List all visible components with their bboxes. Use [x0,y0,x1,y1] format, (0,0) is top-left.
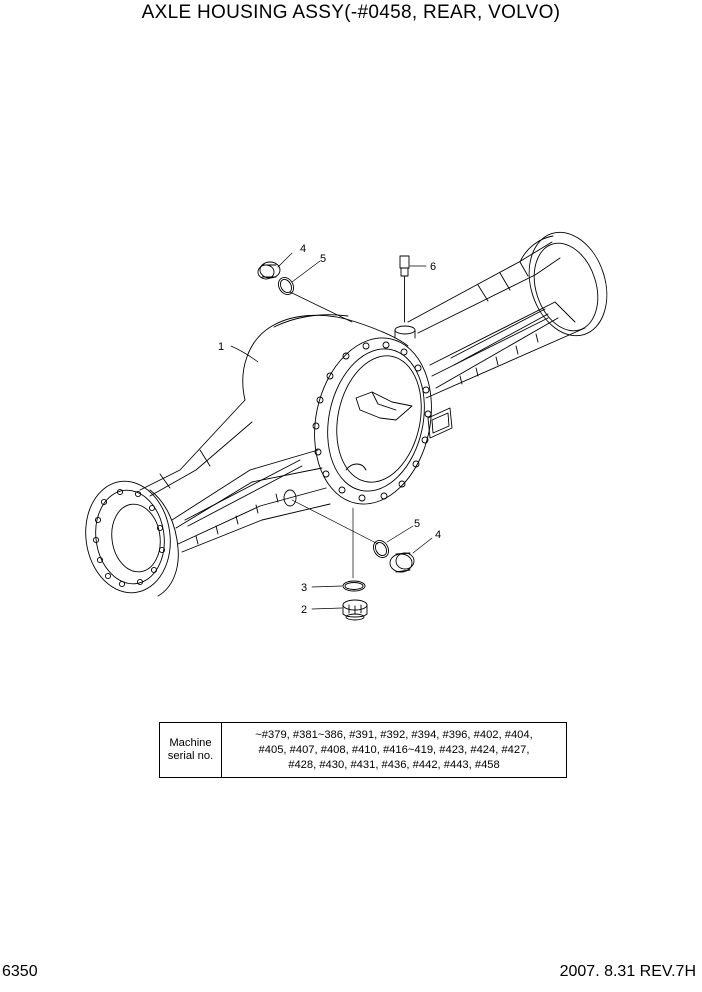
left-axle-tube [139,399,331,553]
serial-value-cell: ~#379, #381~386, #391, #392, #394, #396,… [221,722,567,778]
serial-label-cell: Machine serial no. [159,722,222,778]
serial-label-line1: Machine [169,737,212,749]
left-flange [85,480,179,597]
callout-2: 2 [301,604,307,616]
right-axle-tube [407,241,586,399]
serial-value-line: #428, #430, #431, #436, #442, #443, #458 [288,758,500,771]
revision-date: 2007. 8.31 REV.7H [559,963,696,980]
o-ring-drain [342,580,366,592]
drain-plug [342,599,368,621]
serial-number-table: Machine serial no. ~#379, #381~386, #391… [159,722,567,778]
o-ring-top [278,277,294,295]
callout-6: 6 [430,261,436,273]
leader-lines [230,252,433,610]
center-housing [242,255,453,507]
callout-5-top: 5 [320,253,326,265]
callout-4-bottom: 4 [435,529,441,541]
o-ring-bottom [373,540,389,558]
serial-label-line2: serial no. [167,750,214,762]
callout-3: 3 [301,582,307,594]
plug-bottom [389,552,415,573]
plug-top [257,261,281,280]
callout-4-top: 4 [300,243,306,255]
page-title: AXLE HOUSING ASSY(-#0458, REAR, VOLVO) [141,2,561,23]
callout-5-bottom: 5 [414,518,420,530]
right-flange [519,231,608,337]
serial-value-line: ~#379, #381~386, #391, #392, #394, #396,… [255,728,533,741]
page-number: 6350 [2,963,38,980]
callout-1: 1 [218,341,224,353]
serial-value-line: #405, #407, #408, #410, #416~419, #423, … [258,743,530,756]
